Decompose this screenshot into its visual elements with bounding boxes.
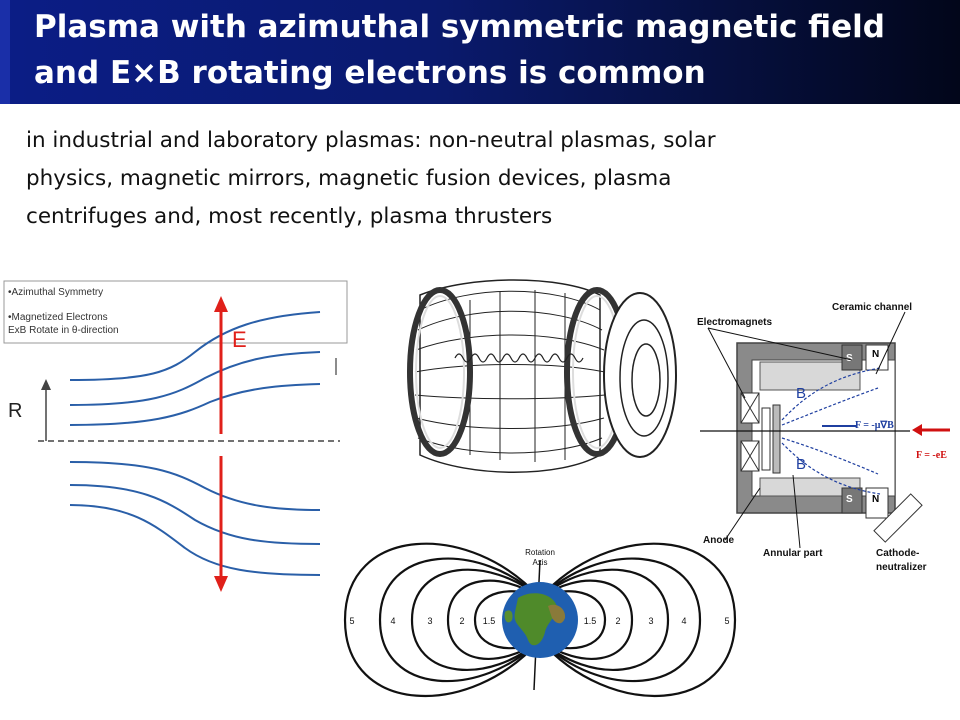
shell-label-left-5: 5 — [349, 616, 354, 626]
shell-label-left-1-5: 1.5 — [483, 616, 496, 626]
legend-item-3: ExB Rotate in θ-direction — [8, 325, 119, 336]
shell-label-left-4: 4 — [390, 616, 395, 626]
magnetic-mirror-illustration — [407, 279, 677, 473]
particle-helix — [454, 353, 584, 363]
shell-label-right-4: 4 — [681, 616, 686, 626]
legend-item-1: •Azimuthal Symmetry — [8, 287, 103, 298]
dipole-shell-5-left — [343, 542, 541, 698]
rotation-label-line-2: Axis — [532, 558, 547, 567]
e-label: E — [232, 327, 247, 352]
field-lines-upper — [69, 311, 321, 426]
coil-left — [407, 287, 473, 457]
title-accent — [0, 0, 10, 104]
shell-label-left-3: 3 — [427, 616, 432, 626]
shell-label-right-1-5: 1.5 — [584, 616, 597, 626]
anode-label: Anode — [703, 535, 735, 546]
title-line-2: and E×B rotating electrons is common — [34, 55, 706, 91]
b-label-bottom: B — [796, 456, 806, 473]
magnet-n-top: N — [872, 349, 879, 360]
legend-box — [3, 280, 348, 344]
shell-label-right-2: 2 — [615, 616, 620, 626]
force-grad-label: F = -μ∇B — [855, 420, 894, 431]
annular-part-label: Annular part — [763, 548, 823, 559]
ceramic-channel-label: Ceramic channel — [832, 302, 912, 313]
dipole-shell-5-right — [539, 542, 737, 698]
magnet-s-top: S — [846, 353, 853, 364]
title-bar — [0, 0, 960, 104]
shell-label-right-3: 3 — [648, 616, 653, 626]
title-line-1: Plasma with azimuthal symmetric magnetic… — [34, 9, 885, 45]
intro-line-2: physics, magnetic mirrors, magnetic fusi… — [26, 166, 672, 191]
intro-line-3: centrifuges and, most recently, plasma t… — [26, 204, 553, 229]
e-arrow-lower — [214, 456, 228, 592]
e-arrow-upper — [214, 296, 228, 434]
intro-paragraph: in industrial and laboratory plasmas: no… — [26, 122, 926, 236]
magnet-s-bottom: S — [846, 494, 853, 505]
cathode-label-line-2: neutralizer — [876, 562, 927, 573]
intro-line-1: in industrial and laboratory plasmas: no… — [26, 128, 716, 153]
field-lines-lower — [69, 461, 321, 576]
cathode-label-line-1: Cathode- — [876, 548, 919, 559]
hall-thruster-schematic: S N S N B B F = -μ∇B F = -eE — [697, 302, 950, 573]
magnet-n-bottom: N — [872, 494, 879, 505]
shell-label-right-5: 5 — [724, 616, 729, 626]
r-label: R — [8, 400, 22, 422]
force-e-label: F = -eE — [916, 450, 947, 461]
b-label-top: B — [796, 385, 806, 402]
electromagnets-label: Electromagnets — [697, 317, 772, 328]
cathode-neutralizer-shape — [873, 493, 923, 543]
earth-dipole-diagram: Rotation Axis 5 4 3 2 1.5 1.5 2 3 4 5 — [343, 542, 737, 698]
shell-label-left-2: 2 — [459, 616, 464, 626]
field-line-diagram: •Azimuthal Symmetry •Magnetized Electron… — [3, 280, 348, 592]
slide-title: Plasma with azimuthal symmetric magnetic… — [34, 4, 885, 96]
rotation-label-line-1: Rotation — [525, 548, 555, 557]
legend-item-2: •Magnetized Electrons — [8, 312, 108, 323]
